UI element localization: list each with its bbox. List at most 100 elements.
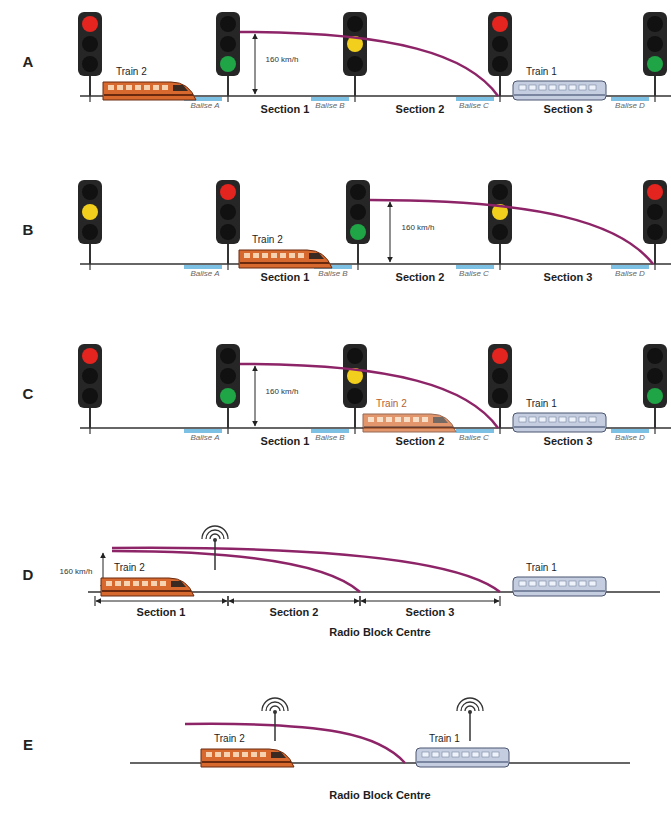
signal-lamp [492,388,508,404]
signal-lamp [347,16,363,32]
signal-lamp [492,224,508,240]
section-label: Section 1 [260,103,311,116]
section-label: Section 1 [260,435,311,448]
section-tick [227,596,228,606]
dimension-arrow [361,601,499,602]
train-label: Train 2 [374,397,409,410]
signal-lamp [82,388,98,404]
railway-signal [78,180,102,264]
section-tick [359,596,360,606]
train-body [238,247,333,269]
railway-signal [488,344,512,428]
railway-signal [346,180,370,264]
signal-lamp [347,388,363,404]
train-body [512,411,607,433]
signal-lamp [647,184,663,200]
signal-post [227,408,229,428]
section-label: Section 2 [395,103,446,116]
train-body [512,79,607,101]
braking-curve [370,200,653,264]
train-label: Train 2 [114,65,149,78]
signal-lamp [220,184,236,200]
balise-label: Balise D [614,101,646,110]
signal-lamp [220,224,236,240]
signal-lamp [220,388,236,404]
dimension-arrow [390,202,391,262]
signal-head [78,344,102,408]
signal-post [227,244,229,264]
braking-curve [240,32,498,96]
speed-label: 160 km/h [401,223,436,232]
section-label: Section 2 [395,271,446,284]
section-tick [359,596,360,606]
signal-lamp [82,56,98,72]
signal-lamp [492,368,508,384]
braking-curve [240,364,498,428]
signal-lamp [350,224,366,240]
train-label: Train 2 [212,732,247,745]
signal-lamp [82,184,98,200]
rbc-label: Radio Block Centre [328,626,431,639]
dimension-arrow [255,366,256,426]
signal-post [499,244,501,264]
dimension-arrow [96,601,227,602]
balise-marker [611,97,649,101]
signal-head [78,12,102,76]
radio-antenna [202,526,228,570]
panel-letter: A [22,53,35,70]
railway-signal [488,180,512,264]
section-label: Section 3 [543,103,594,116]
railway-signal [643,344,667,428]
signal-lamp [220,16,236,32]
balise-marker [311,429,349,433]
speed-label: 160 km/h [59,567,94,576]
dimension-arrow [229,601,359,602]
signal-lamp [647,368,663,384]
railway-signal [216,344,240,428]
signal-head [643,12,667,76]
signal-lamp [647,16,663,32]
panel-letter: B [22,221,35,238]
signal-head [216,12,240,76]
signal-lamp [350,184,366,200]
balise-label: Balise B [314,101,345,110]
illustration-group [78,12,671,763]
signal-post [499,76,501,96]
train-label: Train 1 [524,561,559,574]
section-label: Section 3 [543,435,594,448]
signal-lamp [647,204,663,220]
section-tick [94,596,95,606]
signal-head [216,344,240,408]
train-label: Train 2 [250,233,285,246]
section-label: Section 2 [269,606,320,619]
signal-lamp [82,224,98,240]
section-label: Section 1 [260,271,311,284]
balise-marker [456,97,494,101]
train-node: Train 2 [100,557,195,597]
section-label: Section 3 [543,271,594,284]
panel-letter: E [22,736,34,753]
signal-lamp [347,348,363,364]
section-tick [499,596,500,606]
signal-post [89,244,91,264]
train-node: Train 2 [238,229,333,269]
train-node: Train 2 [102,61,197,101]
train-label: Train 1 [524,397,559,410]
signal-lamp [647,224,663,240]
signal-head [346,180,370,244]
signal-lamp [220,36,236,52]
train-body [200,746,295,768]
train-body [362,411,457,433]
balise-label: Balise D [614,433,646,442]
signal-lamp [82,368,98,384]
signal-lamp [82,348,98,364]
signal-lamp [492,16,508,32]
balise-label: Balise B [314,433,345,442]
signal-head [216,180,240,244]
balise-marker [611,265,649,269]
balise-label: Balise C [458,101,490,110]
panel-letter: D [22,566,35,583]
signal-head [488,12,512,76]
